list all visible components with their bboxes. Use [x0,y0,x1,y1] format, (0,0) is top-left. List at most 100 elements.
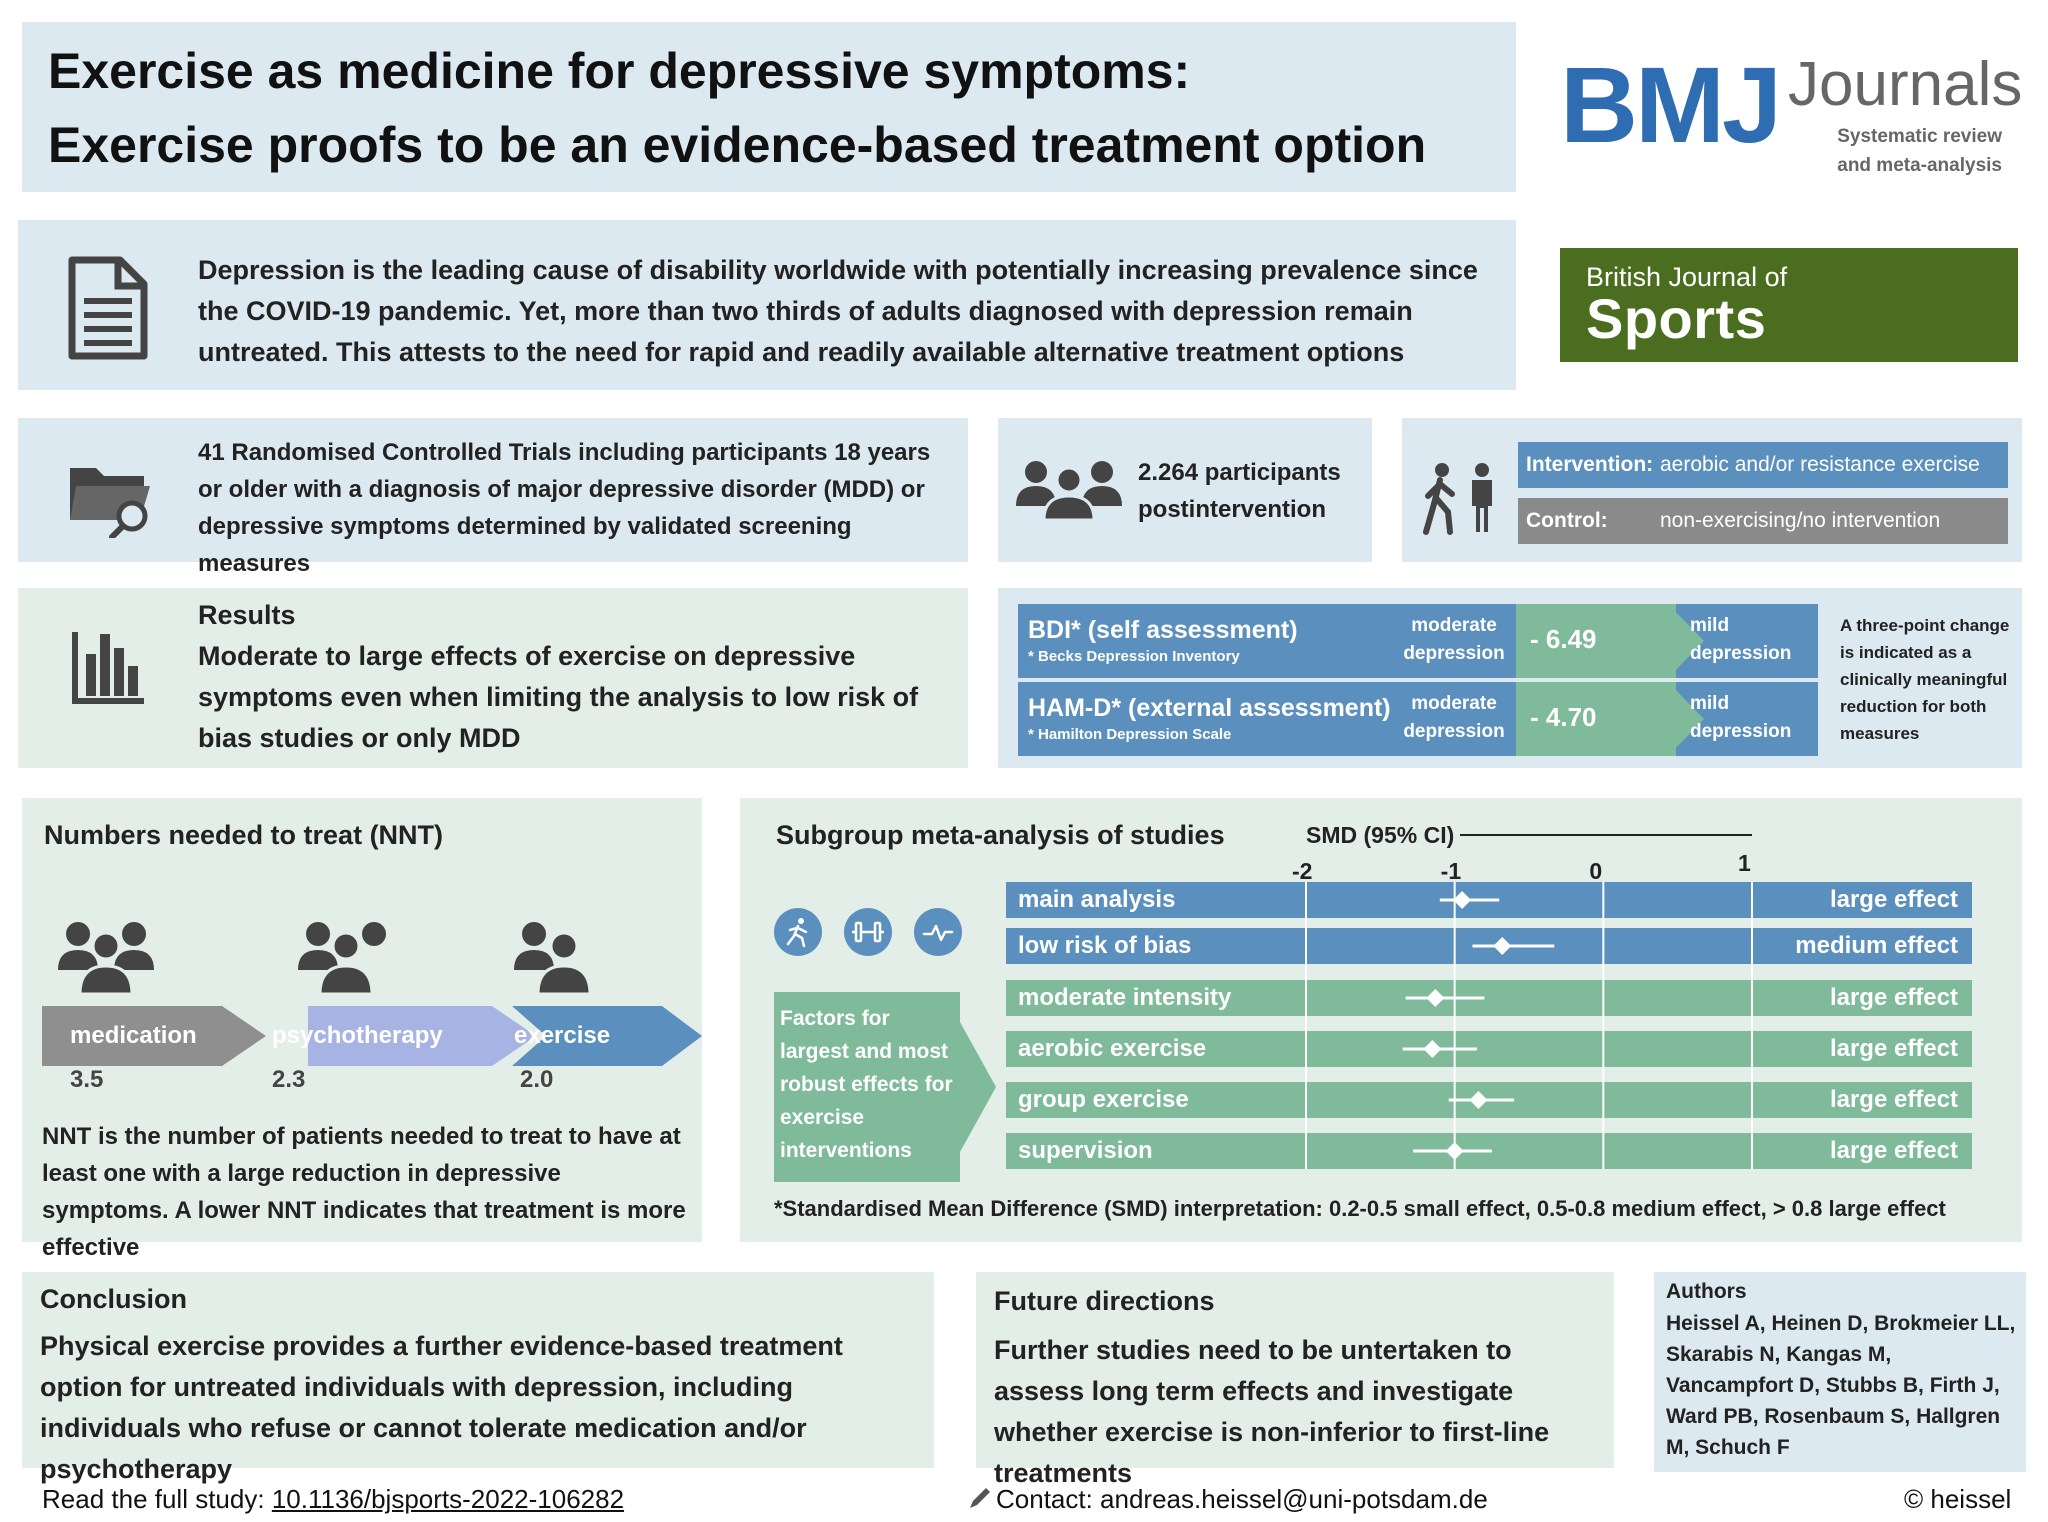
participants-sub: postintervention [1138,496,1327,523]
control-value: non-exercising/no intervention [1660,509,1941,532]
tick-label: 1 [1738,850,1751,876]
control-row: Control: non-exercising/no intervention [1518,498,2008,544]
measures-note: A three-point change is indicated as a c… [1840,616,2010,743]
subgroup-row-effect: large effect [1829,1137,1958,1164]
folder-search-icon [70,468,150,538]
read-study-prefix: Read the full study: [42,1484,272,1514]
subgroup-row-label: aerobic exercise [1018,1035,1207,1062]
bmj-journals-logo: BMJ Journals Systematic review and meta-… [1560,44,2023,180]
footer-read-study: Read the full study: 10.1136/bjsports-20… [42,1484,624,1515]
participants-count: 2.264 participants [1138,459,1341,486]
subgroup-row: aerobic exercise large effect [1006,1031,1972,1067]
nnt-value-psychotherapy: 2.3 [272,1066,306,1093]
bjsm-logo-big: Sports Medicine [1586,287,1830,415]
results-text: Moderate to large effects of exercise on… [198,641,919,753]
people-group-icon [58,922,154,996]
measure-arrow [1668,682,1704,756]
intro-text: Depression is the leading cause of disab… [198,255,1478,367]
results-panel: Results Moderate to large effects of exe… [18,588,968,768]
intro-panel: Depression is the leading cause of disab… [18,220,1516,390]
measure-change-value: - 4.70 [1530,702,1597,732]
subgroup-row: low risk of bias medium effect [1006,928,1972,964]
nnt-heading: Numbers needed to treat (NNT) [44,820,444,850]
measure-name: BDI* (self assessment) [1028,616,1298,644]
page-title-line2: Exercise proofs to be an evidence-based … [48,117,1427,173]
participants-panel: 2.264 participants postintervention [998,418,1372,562]
bmj-sub-line1: Systematic review [1837,126,2002,147]
measure-arrow [1668,604,1704,678]
measure-change-value: - 6.49 [1530,624,1597,654]
pen-icon [970,1488,990,1508]
tick-label: 0 [1589,858,1603,884]
heartbeat-icon [914,908,962,956]
measure-from: moderate depression [1394,690,1514,746]
nnt-value-exercise: 2.0 [520,1066,554,1093]
nnt-text: NNT is the number of patients needed to … [42,1123,686,1261]
bar-chart-icon [72,632,144,704]
conclusion-heading: Conclusion [40,1284,187,1314]
measure-footnote: * Hamilton Depression Scale [1028,726,1232,743]
measure-to: mild depression [1690,612,1791,668]
subgroup-panel: Subgroup meta-analysis of studies SMD (9… [740,798,2022,1242]
doi-link[interactable]: 10.1136/bjsports-2022-106282 [271,1484,625,1514]
measure-name: HAM-D* (external assessment) [1028,694,1391,722]
subgroup-row-effect: medium effect [1795,932,1958,959]
measure-to-line1: mild [1690,615,1730,636]
bjsm-logo-small: British Journal of [1586,262,1788,292]
measure-change-bg [1516,682,1676,756]
subgroup-row-label: low risk of bias [1018,932,1192,959]
measure-row-hamd: HAM-D* (external assessment) * Hamilton … [1018,682,1818,756]
measure-to-line2: depression [1690,643,1792,664]
subgroup-row-label: group exercise [1018,1086,1189,1113]
conclusion-panel: Conclusion Physical exercise provides a … [22,1272,934,1484]
factors-box: Factors for largest and most robust effe… [774,992,960,1182]
bmj-sub-line2: and meta-analysis [1837,155,2002,176]
future-panel: Future directions Further studies need t… [976,1272,1614,1488]
intervention-panel: Intervention: aerobic and/or resistance … [1402,418,2022,562]
subgroup-heading: Subgroup meta-analysis of studies [776,820,1225,850]
nnt-panel: Numbers needed to treat (NNT) medication… [22,798,702,1261]
people-group-icon [514,922,592,996]
factors-arrow [960,1022,996,1152]
tick-label: -1 [1440,858,1462,884]
footer-copyright: © heissel [1904,1484,2012,1514]
nnt-value-medication: 3.5 [70,1066,104,1093]
subgroup-row-label: moderate intensity [1018,984,1232,1011]
measure-change-bg [1516,604,1676,678]
bjsm-logo: British Journal of Sports Medicine [1560,248,2018,415]
people-group-icon [1016,461,1122,522]
measure-from-line1: moderate [1411,693,1497,714]
subgroup-row-effect: large effect [1829,1035,1958,1062]
subgroup-row-effect: large effect [1829,1086,1958,1113]
subgroup-row: main analysis large effect [1006,882,1972,918]
running-icon [774,908,822,956]
subgroup-row-label: main analysis [1018,886,1176,913]
authors-panel: Authors Heissel A, Heinen D, Brokmeier L… [1654,1272,2026,1472]
smd-interpretation-note: *Standardised Mean Difference (SMD) inte… [774,1196,1946,1221]
nnt-arrows [42,1006,702,1066]
measure-footnote: * Becks Depression Inventory [1028,648,1240,665]
authors-heading: Authors [1666,1280,1747,1303]
measure-from-line2: depression [1403,643,1505,664]
trials-text: 41 Randomised Controlled Trials includin… [198,439,931,577]
measures-panel: BDI* (self assessment) * Becks Depressio… [998,588,2022,768]
subgroup-row-effect: large effect [1829,886,1958,913]
footer-contact: Contact: andreas.heissel@uni-potsdam.de [968,1484,1488,1515]
intervention-label: Intervention: [1526,453,1654,476]
bmj-logo-journals: Journals [1788,50,2023,119]
page-title-line1: Exercise as medicine for depressive symp… [48,43,1191,99]
dumbbell-icon [844,908,892,956]
measure-row-bdi: BDI* (self assessment) * Becks Depressio… [1018,604,1818,678]
smd-axis-label: SMD (95% CI) [1300,822,1461,849]
intervention-value: aerobic and/or resistance exercise [1660,453,1980,476]
title-banner: Exercise as medicine for depressive symp… [22,22,1516,192]
subgroup-row-effect: large effect [1829,984,1958,1011]
tick-label: -2 [1292,858,1313,884]
contact-text[interactable]: Contact: andreas.heissel@uni-potsdam.de [996,1484,1488,1514]
document-icon [68,256,148,360]
bmj-logo-letters: BMJ [1560,44,1782,165]
measure-from-line2: depression [1403,721,1505,742]
